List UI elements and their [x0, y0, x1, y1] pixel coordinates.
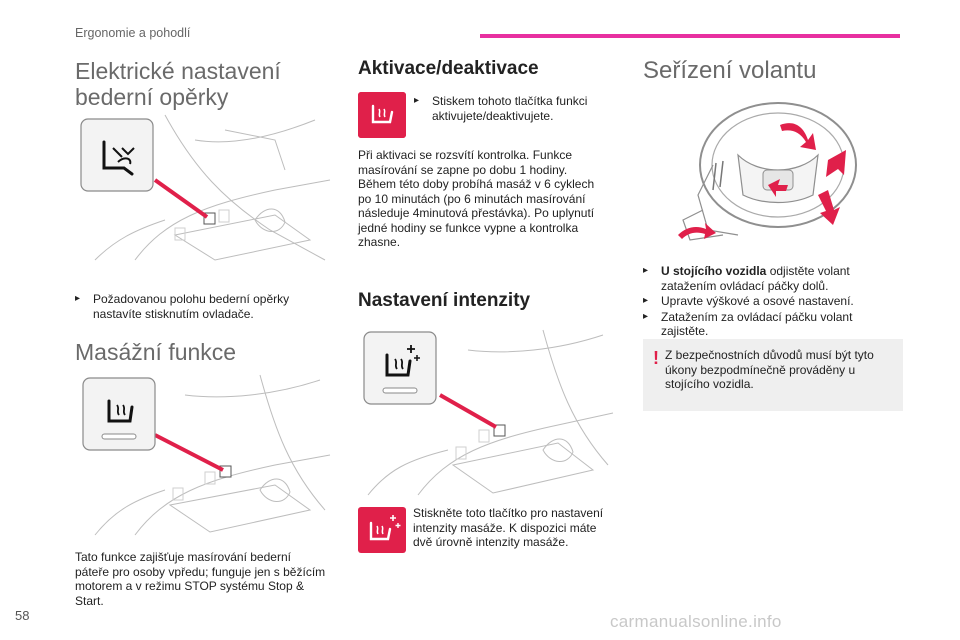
steering-bullet-1-rest: odjistěte volant zatažením ovládací páčk… — [661, 264, 850, 293]
bullet-icon: ▸ — [643, 310, 649, 322]
lumbar-title-line2: bederní opěrky — [75, 84, 229, 110]
bullet-icon: ▸ — [414, 95, 420, 106]
steering-bullet-1-text: U stojícího vozidla odjistěte volant zat… — [661, 264, 883, 293]
massage-seat-icon — [82, 377, 156, 451]
steering-bullet-1-bold: U stojícího vozidla — [661, 264, 767, 278]
section-header: Ergonomie a pohodlí — [75, 26, 191, 40]
lumbar-title-line1: Elektrické nastavení — [75, 58, 281, 84]
massage-seat-illustration — [94, 374, 331, 536]
bullet-icon: ▸ — [75, 293, 81, 304]
warning-icon: ! — [653, 348, 659, 368]
steering-bullet-2-text: Upravte výškové a osové nastavení. — [661, 294, 854, 308]
bullet-icon: ▸ — [643, 295, 649, 306]
massage-title: Masážní funkce — [75, 339, 237, 365]
steering-title: Seřízení volantu — [643, 57, 817, 84]
intensity-button-icon — [358, 507, 406, 553]
intensity-description: Stiskněte toto tlačítko pro nastavení in… — [413, 506, 604, 549]
steering-wheel-illustration — [678, 102, 857, 241]
steering-bullets: ▸ U stojícího vozidla odjistěte volant z… — [643, 264, 883, 339]
safety-warning-box: ! Z bezpečnostních důvodů musí být tyto … — [643, 339, 903, 411]
page-number: 58 — [15, 608, 30, 623]
lumbar-seat-icon — [80, 118, 154, 192]
lumbar-title: Elektrické nastavení bederní opěrky — [75, 58, 335, 110]
bullet-icon: ▸ — [643, 265, 649, 276]
massage-description: Tato funkce zajišťuje masírování bederní… — [75, 550, 326, 608]
lumbar-seat-illustration — [94, 114, 331, 261]
lumbar-bullet-text: Požadovanou polohu bederní opěrky nastav… — [93, 292, 290, 321]
steering-bullet-3: ▸ Zatažením za ovládací páčku volant zaj… — [643, 310, 883, 339]
intensity-title: Nastavení intenzity — [358, 290, 531, 311]
activation-bullet: ▸ Stiskem tohoto tlačítka funkci aktivuj… — [414, 94, 614, 123]
header-accent-bar — [480, 34, 900, 38]
watermark: carmanualsonline.info — [610, 612, 782, 631]
massage-intensity-icon — [363, 331, 437, 405]
massage-activate-button-icon — [358, 92, 406, 138]
intensity-seat-illustration — [367, 329, 614, 496]
lumbar-bullet: ▸ Požadovanou polohu bederní opěrky nast… — [75, 292, 310, 321]
steering-bullet-2: ▸ Upravte výškové a osové nastavení. — [643, 294, 883, 309]
steering-bullet-1: ▸ U stojícího vozidla odjistěte volant z… — [643, 264, 883, 293]
steering-bullet-3-text: Zatažením za ovládací páčku volant zajis… — [661, 309, 853, 339]
activation-description: Při aktivaci se rozsvítí kontrolka. Funk… — [358, 148, 595, 249]
safety-warning-text: Z bezpečnostních důvodů musí být tyto úk… — [665, 348, 874, 391]
activation-title: Aktivace/deaktivace — [358, 58, 539, 79]
activation-bullet-text: Stiskem tohoto tlačítka funkci aktivujet… — [432, 94, 588, 123]
